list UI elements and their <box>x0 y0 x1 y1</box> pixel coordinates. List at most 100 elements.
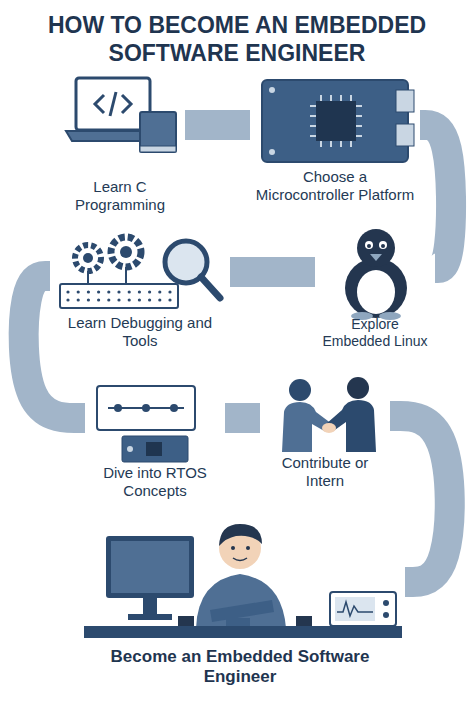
board-icon <box>262 80 408 162</box>
breadboard-icon <box>87 290 90 293</box>
penguin-icon <box>370 254 382 261</box>
step-label: Learn C Programming <box>55 178 185 213</box>
breadboard-icon <box>148 290 151 293</box>
gears-icon <box>83 253 93 263</box>
oscilloscope-icon <box>330 592 396 626</box>
board-icon <box>310 115 316 117</box>
breadboard-icon <box>168 290 171 293</box>
breadboard-icon <box>138 290 141 293</box>
gears-icon <box>87 271 89 284</box>
board-icon <box>356 135 362 137</box>
engineer-figure <box>196 524 286 628</box>
breadboard-icon <box>66 298 69 301</box>
board-icon <box>330 95 332 101</box>
small-board-icon <box>146 442 162 456</box>
breadboard-icon <box>97 290 100 293</box>
icon-space <box>250 72 420 168</box>
breadboard-icon <box>60 284 178 308</box>
gears-icon <box>120 246 132 258</box>
road-connector <box>420 125 451 268</box>
breadboard-icon <box>128 290 131 293</box>
gears-icon <box>111 237 141 267</box>
oscilloscope-icon <box>383 600 389 606</box>
board-icon <box>316 101 356 141</box>
penguin-icon <box>379 241 387 249</box>
road-step: Explore Embedded Linux <box>315 222 435 355</box>
road-connector <box>390 416 450 582</box>
desk <box>84 616 402 638</box>
breadboard-icon <box>107 298 110 301</box>
breadboard-icon <box>158 298 161 301</box>
board-icon <box>396 90 414 112</box>
laptop-icon <box>76 78 150 130</box>
board-icon <box>310 125 316 127</box>
handshake-icon <box>289 379 311 401</box>
desk <box>178 616 194 626</box>
board-icon <box>310 105 316 107</box>
board-icon <box>320 141 322 147</box>
breadboard-icon <box>117 290 120 293</box>
desk <box>226 618 250 626</box>
board-icon <box>356 105 362 107</box>
timeline-panel-icon <box>114 404 122 412</box>
breadboard-icon <box>107 290 110 293</box>
road-step: Learn Debugging and Tools <box>50 228 230 355</box>
small-board-icon <box>127 446 133 452</box>
oscilloscope-icon <box>335 597 375 621</box>
laptop-icon <box>122 95 131 113</box>
engineer-figure <box>196 574 286 628</box>
breadboard-icon <box>138 298 141 301</box>
icon-space <box>85 378 225 464</box>
breadboard-icon <box>77 290 80 293</box>
road-connector <box>185 110 250 140</box>
small-board-icon <box>122 436 188 462</box>
timeline-panel-icon <box>97 386 195 430</box>
title: HOW TO BECOME AN EMBEDDED SOFTWARE ENGIN… <box>12 12 462 67</box>
desk <box>84 626 402 638</box>
board-icon <box>320 95 322 101</box>
oscilloscope-icon <box>383 612 389 618</box>
timeline-panel-icon <box>170 404 178 412</box>
gears-icon <box>75 237 141 284</box>
oscilloscope-icon <box>337 602 373 616</box>
oscilloscope-icon <box>330 592 396 626</box>
board-icon <box>269 87 275 93</box>
board-icon <box>350 141 352 147</box>
icon-space <box>315 222 435 316</box>
monitor-icon <box>128 614 172 620</box>
monitor-icon <box>143 598 157 616</box>
breadboard-icon <box>87 298 90 301</box>
board-icon <box>340 95 342 101</box>
road-step: Choose a Microcontroller Platform <box>250 72 420 209</box>
step-label: Learn Debugging and Tools <box>50 314 230 349</box>
magnifier-icon <box>165 241 220 298</box>
board-icon <box>350 95 352 101</box>
board-icon <box>396 124 414 146</box>
gears-icon <box>125 267 127 284</box>
icon-space <box>55 72 185 178</box>
board-icon <box>330 141 332 147</box>
penguin-icon <box>357 270 395 314</box>
goal-step: Become an Embedded Software Engineer <box>75 515 405 693</box>
monitor-icon <box>111 541 189 593</box>
monitor-icon <box>106 536 194 598</box>
penguin-icon <box>345 229 407 320</box>
breadboard-icon <box>117 298 120 301</box>
engineer-figure <box>219 524 262 546</box>
timeline-panel-icon <box>142 404 150 412</box>
road-step: Learn C Programming <box>55 72 185 219</box>
breadboard-icon <box>128 298 131 301</box>
handshake-icon <box>282 377 376 452</box>
magnifier-icon <box>201 277 220 298</box>
breadboard-icon <box>158 290 161 293</box>
breadboard-icon <box>60 284 178 308</box>
board-icon <box>310 135 316 137</box>
step-label: Choose a Microcontroller Platform <box>250 168 420 203</box>
breadboard-icon <box>97 298 100 301</box>
breadboard-icon <box>148 298 151 301</box>
monitor-icon <box>106 536 194 620</box>
penguin-icon <box>367 244 371 248</box>
step-label: Explore Embedded Linux <box>315 316 435 349</box>
